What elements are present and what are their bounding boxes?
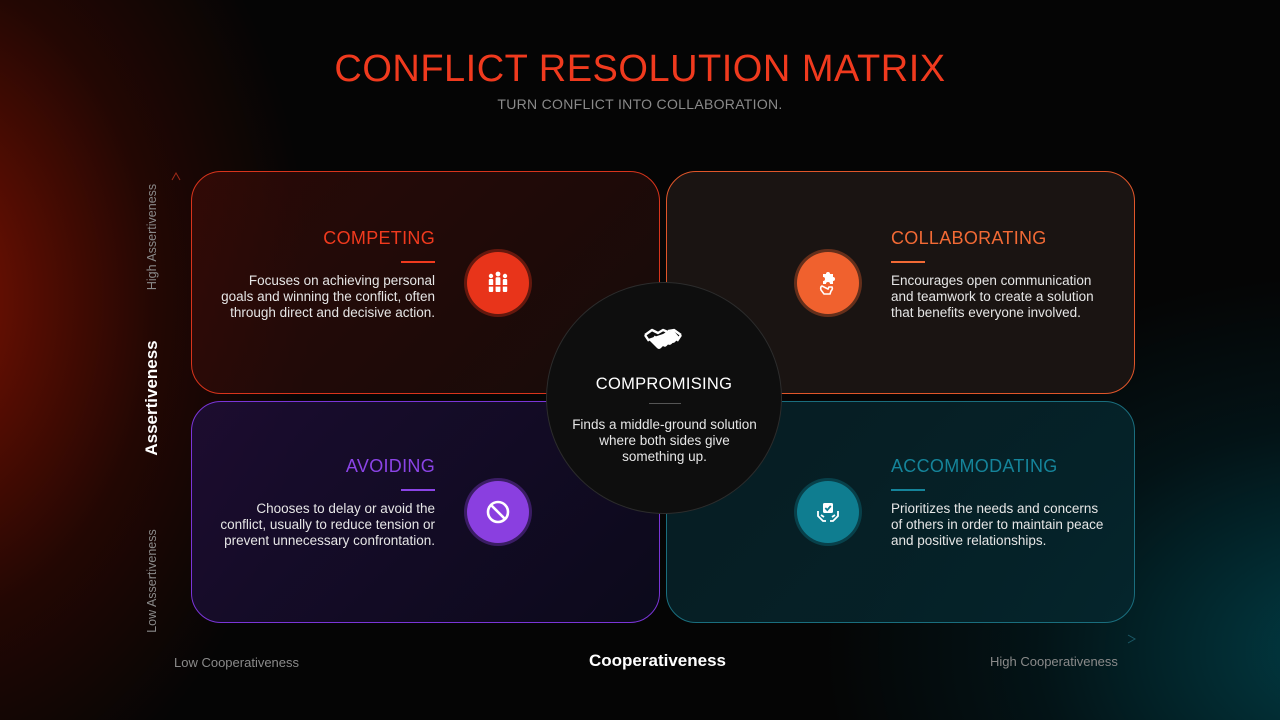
collaborating-divider bbox=[891, 261, 925, 263]
handshake-icon bbox=[644, 328, 682, 349]
people-group-icon bbox=[467, 252, 529, 314]
center-compromising: COMPROMISING Finds a middle-ground solut… bbox=[546, 282, 782, 514]
avoiding-divider bbox=[401, 489, 435, 491]
competing-title: COMPETING bbox=[323, 228, 435, 248]
collaborating-title: COLLABORATING bbox=[891, 228, 1047, 248]
axis-y-high-label: High Assertiveness bbox=[145, 183, 159, 291]
axis-y-low-label: Low Assertiveness bbox=[145, 529, 159, 633]
accommodating-description: Prioritizes the needs and concerns of ot… bbox=[891, 501, 1104, 548]
hand-puzzle-icon bbox=[797, 252, 859, 314]
collaborating-description: Encourages open communication and teamwo… bbox=[891, 273, 1094, 320]
y-axis-arrow bbox=[171, 171, 181, 181]
compromising-description: Finds a middle-ground solution where bot… bbox=[572, 417, 757, 464]
x-axis-arrow bbox=[1127, 634, 1137, 644]
axis-x-low-label: Low Cooperativeness bbox=[174, 655, 300, 670]
competing-description: Focuses on achieving personal goals and … bbox=[221, 273, 435, 320]
quadrant-competing: COMPETING Focuses on achieving personal … bbox=[191, 171, 660, 394]
quadrant-accommodating: ACCOMMODATING Prioritizes the needs and … bbox=[666, 401, 1135, 623]
axis-x-high-label: High Cooperativeness bbox=[990, 654, 1118, 669]
axis-y-title: Assertiveness bbox=[142, 340, 161, 456]
axis-x-title: Cooperativeness bbox=[589, 651, 726, 670]
competing-divider bbox=[401, 261, 435, 263]
compromising-divider bbox=[649, 403, 681, 404]
page-subtitle: TURN CONFLICT INTO COLLABORATION. bbox=[497, 96, 783, 112]
avoiding-description: Chooses to delay or avoid the conflict, … bbox=[220, 501, 435, 548]
prohibited-icon bbox=[467, 481, 529, 543]
accommodating-title: ACCOMMODATING bbox=[891, 456, 1058, 476]
avoiding-title: AVOIDING bbox=[345, 456, 435, 476]
hands-check-icon bbox=[797, 481, 859, 543]
compromising-title: COMPROMISING bbox=[595, 375, 733, 393]
page-title: CONFLICT RESOLUTION MATRIX bbox=[334, 48, 946, 90]
accommodating-divider bbox=[891, 489, 925, 491]
